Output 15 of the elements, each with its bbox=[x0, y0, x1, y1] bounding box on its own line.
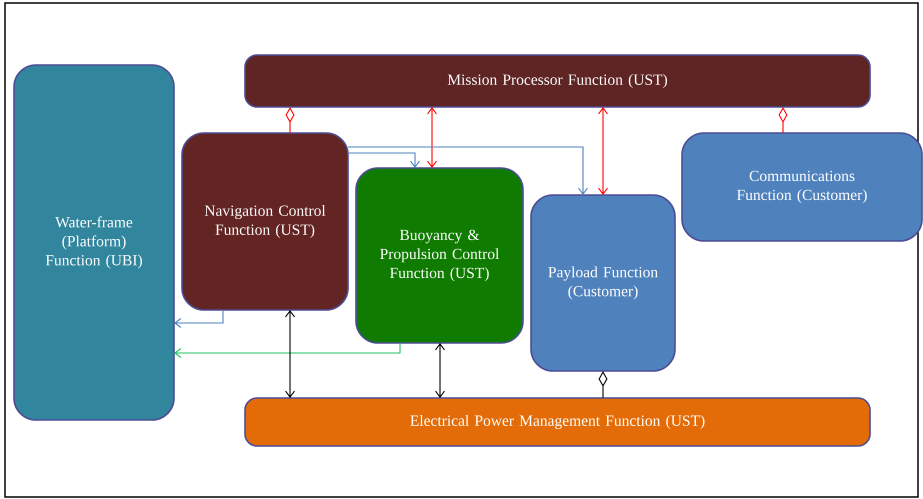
process-box: Payload Function (Customer) bbox=[530, 194, 676, 372]
connector-arrow bbox=[427, 107, 437, 168]
connector-arrow bbox=[285, 310, 295, 398]
connector-arrow bbox=[348, 146, 588, 195]
process-box: Buoyancy & Propulsion Control Function (UST) bbox=[355, 167, 524, 344]
connector-arrow bbox=[598, 107, 608, 195]
process-box: Water-frame (Platform) Function (UBI) bbox=[13, 64, 175, 421]
process-box: Navigation Control Function (UST) bbox=[181, 132, 349, 311]
title-bar: Mission Processor Function (UST) bbox=[244, 54, 871, 108]
power-bar: Electrical Power Management Function (UST) bbox=[244, 397, 871, 447]
connector-arrow bbox=[174, 343, 401, 358]
connector-arrow bbox=[435, 343, 445, 398]
connector-arrow bbox=[174, 310, 224, 328]
process-box: Communications Function (Customer) bbox=[681, 132, 923, 242]
connector-arrow bbox=[348, 152, 420, 168]
